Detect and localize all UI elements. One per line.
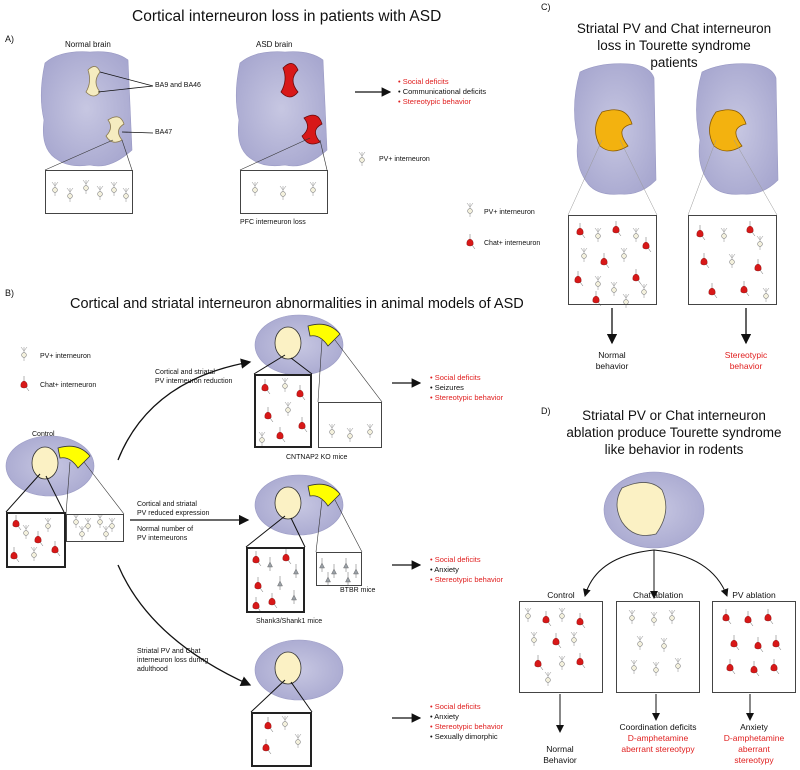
shank-label: Shank3/Shank1 mice <box>256 618 323 625</box>
tourette-patient-outcome: Stereotypic behavior <box>724 350 768 371</box>
outcome-item: • Social deficits <box>398 77 449 86</box>
panel-a-title: Cortical interneuron loss in patients wi… <box>132 8 442 25</box>
rodent-chat-ablation-box <box>616 601 700 693</box>
outcome-item: • Social deficits <box>430 373 481 382</box>
shank-striatum-box <box>246 547 305 613</box>
rodent-control-label: Control <box>547 590 575 600</box>
pv-interneuron-icon <box>466 202 474 218</box>
rodent-chat-ablation-label: Chat ablation <box>632 590 684 600</box>
chat-interneuron-icon <box>20 375 30 392</box>
panel-b-outcomes-3: • Social deficits • Anxiety • Stereotypi… <box>430 702 503 742</box>
tourette-patient-brain-image <box>696 63 779 195</box>
arrow3-label: Striatal PV and Chat interneuron loss du… <box>137 648 209 673</box>
chat-legend-label: Chat+ interneuron <box>484 240 541 247</box>
cntnap2-brain-image <box>254 314 344 376</box>
pv-interneuron-icon <box>20 346 28 362</box>
tourette-normal-box <box>568 215 657 305</box>
pv-interneuron-icon <box>358 151 366 167</box>
tourette-normal-outcome: Normal behavior <box>595 350 629 371</box>
outcome-item: Coordination deficits <box>619 722 697 732</box>
ba9-ba46-label: BA9 and BA46 <box>155 82 201 89</box>
outcome-item: • Communicational deficits <box>398 87 487 96</box>
pv-legend-label: PV+ interneuron <box>379 156 430 163</box>
arrow-icon <box>583 549 655 597</box>
panel-b-outcomes-1: • Social deficits • Seizures • Stereotyp… <box>430 373 503 403</box>
rodent-pv-ablation-box <box>712 601 796 693</box>
pv-legend-label: PV+ interneuron <box>484 209 535 216</box>
cntnap2-cortex-box <box>318 402 382 448</box>
outcome-item: • Stereotypic behavior <box>398 97 472 106</box>
control-cortex-box <box>66 514 124 542</box>
rodent-chat-ablation-outcome: Coordination deficits D-amphetamine aber… <box>606 722 710 755</box>
chat-legend-label: Chat+ interneuron <box>40 382 97 389</box>
shank-brain-image <box>254 474 344 536</box>
cntnap2-label: CNTNAP2 KO mice <box>286 454 348 461</box>
asd-brain-image <box>235 51 328 167</box>
normal-brain-image <box>40 51 133 167</box>
outcome-item: • Stereotypic behavior <box>430 575 504 584</box>
cntnap2-striatum-box <box>254 374 312 448</box>
tourette-normal-brain-image <box>574 63 657 195</box>
panel-b-outcomes-2: • Social deficits • Anxiety • Stereotypi… <box>430 555 503 585</box>
normal-neuron-box <box>45 170 133 214</box>
rodent-control-box <box>519 601 603 693</box>
outcome-item: • Seizures <box>430 383 464 392</box>
control-label: Control <box>32 431 55 438</box>
arrow2-label-a: Cortical and striatal PV reduced express… <box>137 501 210 517</box>
chat-interneuron-icon <box>466 233 476 250</box>
rodent-pv-ablation-label: PV ablation <box>732 590 776 600</box>
asd-brain-label: ASD brain <box>256 40 293 49</box>
outcome-item: • Stereotypic behavior <box>430 393 504 402</box>
adult-loss-striatum-box <box>251 712 312 767</box>
panel-b-title: Cortical and striatal interneuron abnorm… <box>70 296 524 312</box>
rodent-pv-ablation-outcome: Anxiety D-amphetamine aberrant stereotyp… <box>712 722 796 766</box>
control-striatum-box <box>6 512 66 568</box>
outcome-item: • Social deficits <box>430 702 481 711</box>
btbr-label: BTBR mice <box>340 587 376 594</box>
pv-legend-label: PV+ interneuron <box>40 353 91 360</box>
tourette-patient-box <box>688 215 777 305</box>
panel-d-letter: D) <box>541 406 551 416</box>
adult-loss-brain-image <box>254 639 344 701</box>
control-brain-image <box>5 435 95 497</box>
outcome-item: • Sexually dimorphic <box>430 732 498 741</box>
outcome-item: • Stereotypic behavior <box>430 722 504 731</box>
arrow1-label: Cortical and striatal PV interneuron red… <box>155 369 233 385</box>
arrow-icon <box>117 358 252 461</box>
arrow-icon <box>653 549 729 597</box>
panel-d-title: Striatal PV or Chat interneuron ablation… <box>566 408 782 457</box>
outcome-item: D-amphetamine aberrant stereotypy <box>621 733 695 754</box>
outcome-item: • Social deficits <box>430 555 481 564</box>
outcome-item: • Anxiety <box>430 565 459 574</box>
panel-c-letter: C) <box>541 2 551 12</box>
panel-c-title: Striatal PV and Chat interneuron loss in… <box>576 21 772 70</box>
outcome-item: Anxiety <box>740 722 768 732</box>
normal-brain-label: Normal brain <box>65 40 111 49</box>
ba47-label: BA47 <box>155 129 173 136</box>
btbr-cortex-box <box>316 552 362 586</box>
panel-a-letter: A) <box>5 34 14 44</box>
arrow-icon <box>117 564 252 687</box>
panel-a-outcomes: • Social deficits • Communicational defi… <box>398 77 486 107</box>
asd-neuron-box <box>240 170 328 214</box>
panel-b-letter: B) <box>5 288 14 298</box>
rodent-brain-image <box>603 471 705 549</box>
rodent-control-outcome: Normal Behavior <box>543 744 577 765</box>
outcome-item: • Anxiety <box>430 712 459 721</box>
pfc-loss-label: PFC interneuron loss <box>240 219 306 226</box>
outcome-item: D-amphetamine aberrant stereotypy <box>723 733 785 765</box>
arrow2-label-b: Normal number of PV interneurons <box>137 526 194 542</box>
